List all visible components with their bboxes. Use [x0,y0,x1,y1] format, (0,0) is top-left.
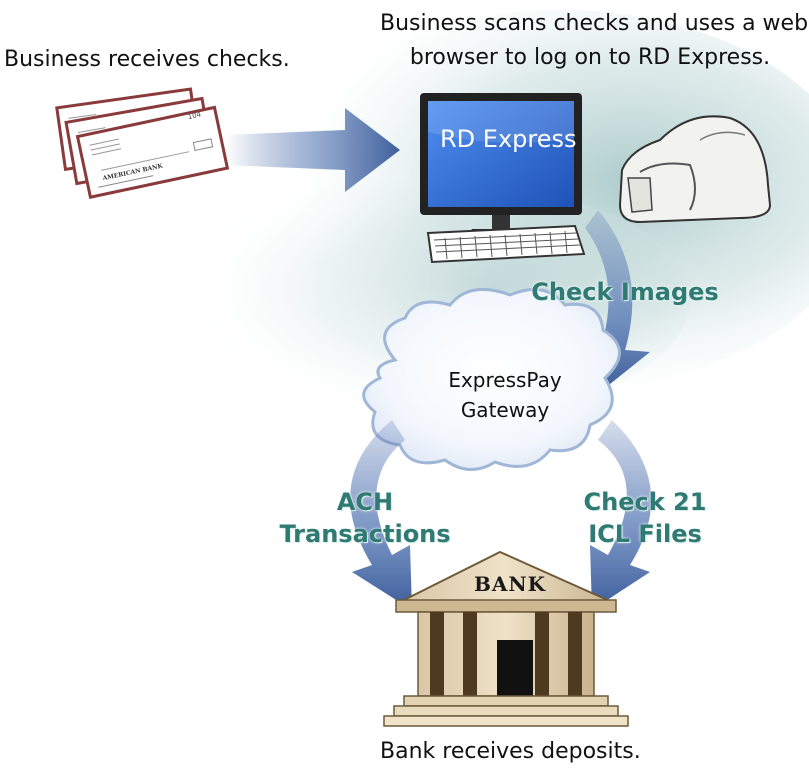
bank-building-icon [383,550,629,727]
cloud-label-line2: Gateway [460,398,550,422]
checks-icon: 104 AMERICAN BANK [55,87,230,199]
cloud-label-line1: ExpressPay [448,368,562,392]
arrow-right-icon [225,108,400,192]
label-ach-line1: ACH [336,488,394,516]
caption-scan-line2: browser to log on to RD Express. [409,45,771,70]
check-number: 104 [187,110,202,121]
check-scanner-icon [618,115,772,224]
monitor-screen-label: RD Express [440,125,577,153]
keyboard-icon [426,224,586,264]
caption-scan-line1: Business scans checks and uses a web [380,11,809,36]
arrow-down-right-2-icon [590,420,652,610]
label-ach-line2: Transactions [279,520,451,548]
label-check-images: Check Images [531,278,719,306]
bank-sign: BANK [473,572,547,596]
caption-receive: Business receives checks. [4,47,290,72]
arrow-down-left-icon [350,420,412,610]
label-check21-line2: ICL Files [588,520,702,548]
computer-monitor-icon [420,93,582,238]
caption-deposit: Bank receives deposits. [380,739,641,764]
cloud-icon [362,287,621,471]
label-check21-line1: Check 21 [583,488,707,516]
